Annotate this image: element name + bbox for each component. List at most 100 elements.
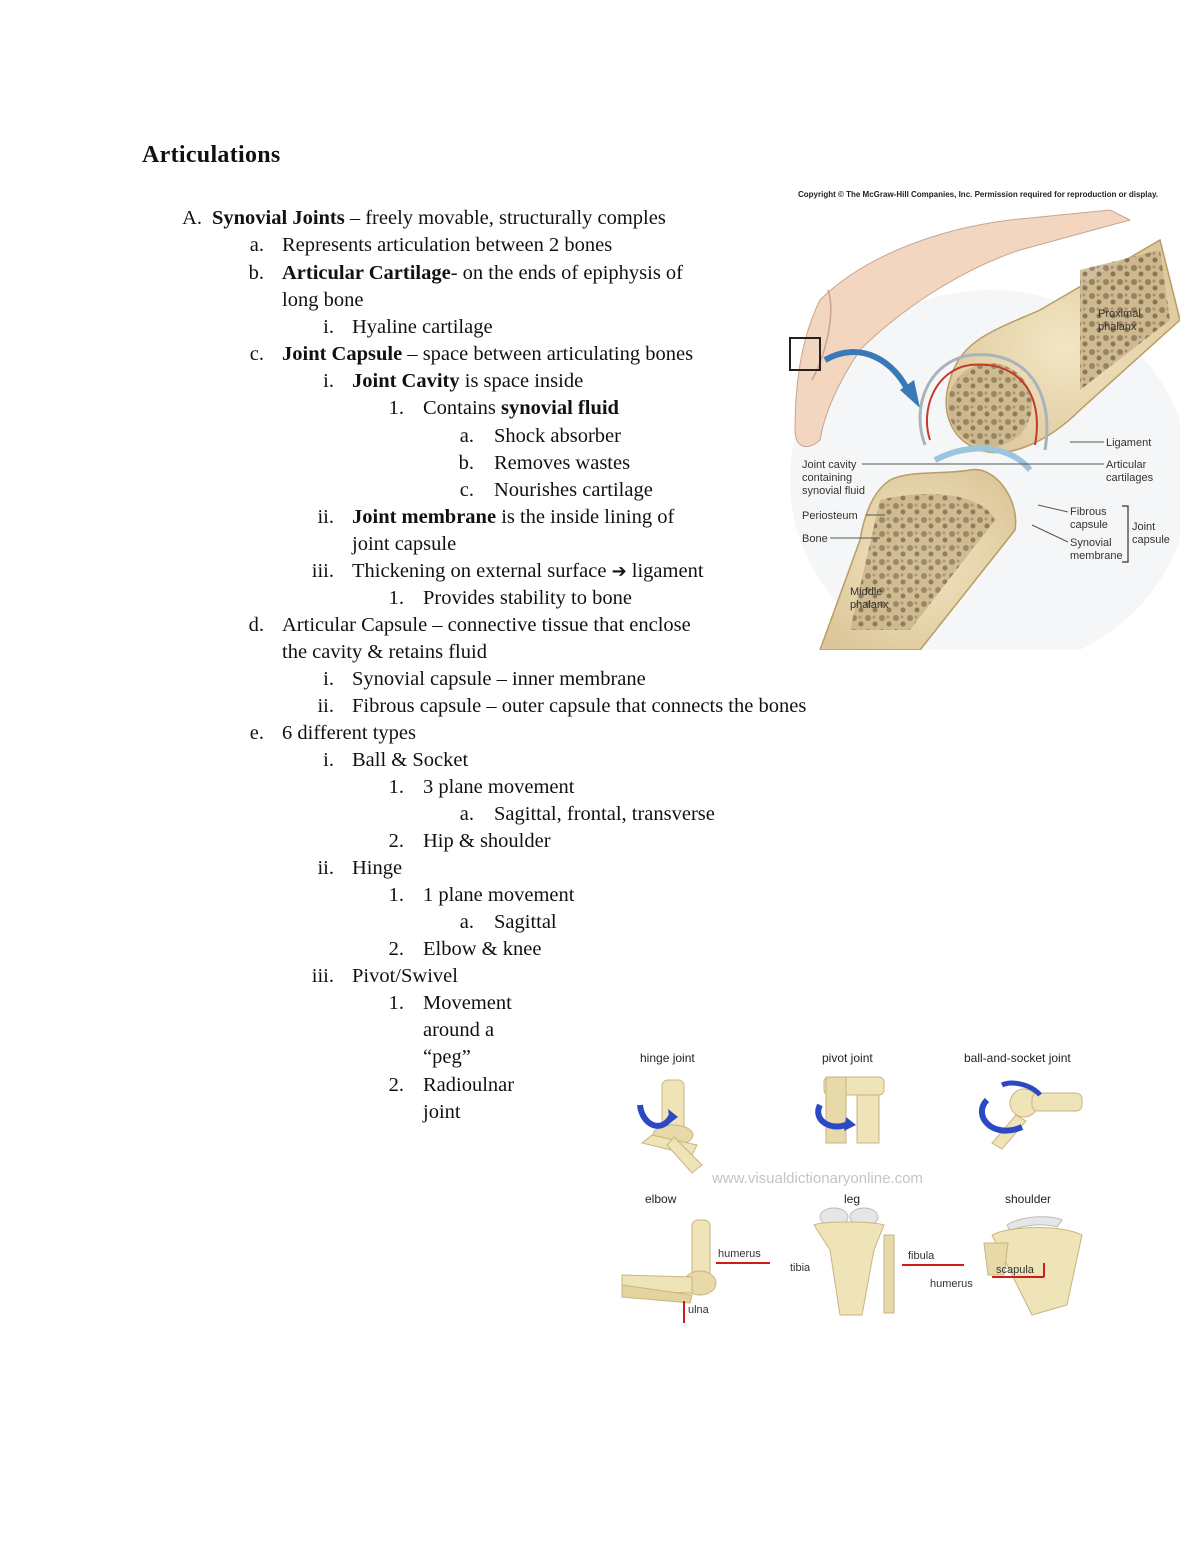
label-tibia: tibia [790, 1262, 811, 1274]
knee-illustration [813, 1207, 895, 1316]
outline-marker: i. [323, 316, 334, 338]
outline-marker: a. [459, 911, 474, 933]
outline-text: Hinge [352, 857, 403, 879]
outline-text: Sagittal [494, 911, 557, 933]
outline-term: Joint Cavity [352, 370, 460, 392]
page-title: Articulations [142, 142, 281, 168]
outline-text: Elbow & knee [423, 938, 542, 960]
outline-text: Radioulnar [423, 1074, 515, 1096]
outline-text: 3 plane movement [423, 776, 575, 798]
svg-text:synovial fluid: synovial fluid [802, 485, 865, 497]
joint-types-figure: hinge joint pivot joint ball-and-socket … [621, 1051, 1083, 1323]
outline-text: Thickening on external surface [352, 560, 612, 582]
outline-term: Joint membrane [352, 506, 497, 528]
synovial-joint-figure: Copyright © The McGraw-Hill Companies, I… [789, 190, 1180, 650]
outline-text: Contains [423, 397, 502, 419]
outline-text: – freely movable, structurally comples [344, 207, 666, 229]
label-hinge-joint: hinge joint [640, 1051, 695, 1065]
outline-text: Articular Capsule – connective tissue th… [282, 614, 691, 636]
outline-text: the cavity & retains fluid [282, 641, 487, 663]
label-middle-phalanx: Middle phalanx [850, 586, 889, 611]
svg-text:capsule: capsule [1070, 519, 1108, 531]
label-joint-cavity: Joint cavity containing synovial fluid [802, 459, 865, 497]
svg-text:Fibrous: Fibrous [1070, 506, 1107, 518]
outline-marker: a. [249, 234, 264, 256]
svg-text:containing: containing [802, 472, 852, 484]
outline-marker: iii. [311, 560, 334, 582]
outline-marker: a. [459, 425, 474, 447]
outline-text: Shock absorber [494, 425, 621, 447]
outline-term: Synovial Joints [212, 207, 345, 229]
outline-text: Sagittal, frontal, transverse [494, 803, 715, 825]
svg-text:cartilages: cartilages [1106, 472, 1154, 484]
svg-text:capsule: capsule [1132, 534, 1170, 546]
outline-text: Provides stability to bone [423, 587, 632, 609]
outline-text: Pivot/Swivel [352, 965, 458, 987]
label-bone: Bone [802, 533, 828, 545]
outline-marker: 1. [388, 397, 404, 419]
label-leg: leg [844, 1192, 860, 1206]
pivot-joint-illustration [815, 1076, 885, 1144]
outline-text: Nourishes cartilage [494, 479, 653, 501]
outline-marker: i. [323, 668, 334, 690]
outline-text: Synovial capsule – inner membrane [352, 668, 646, 690]
outline-marker: c. [459, 479, 474, 501]
label-articular-cartilages: Articular cartilages [1106, 459, 1154, 484]
shoulder-illustration [983, 1216, 1083, 1316]
outline-marker: 2. [388, 830, 404, 852]
zoom-box [789, 337, 821, 371]
label-scapula: scapula [996, 1264, 1035, 1276]
outline-marker: 2. [388, 1074, 404, 1096]
label-fibula: fibula [908, 1250, 935, 1262]
outline-text: Removes wastes [494, 452, 631, 474]
outline-text: joint capsule [352, 533, 457, 555]
svg-text:Joint cavity: Joint cavity [802, 459, 857, 471]
svg-text:phalanx: phalanx [850, 599, 889, 611]
copyright-notice: Copyright © The McGraw-Hill Companies, I… [798, 190, 1158, 199]
outline-marker: b. [248, 262, 264, 284]
label-pivot-joint: pivot joint [822, 1051, 873, 1065]
outline-text: around a [423, 1019, 495, 1041]
svg-text:Joint: Joint [1132, 521, 1155, 533]
outline-marker: A. [182, 207, 202, 229]
outline-text: ligament [626, 560, 704, 582]
right-arrow-icon: ➔ [611, 561, 627, 582]
outline-marker: 2. [388, 938, 404, 960]
svg-text:phalanx: phalanx [1098, 321, 1137, 333]
label-ligament: Ligament [1106, 437, 1151, 449]
outline-text: - on the ends of epiphysis of [450, 262, 683, 284]
outline-marker: b. [458, 452, 474, 474]
outline-text: 6 different types [282, 722, 416, 744]
outline-marker: 1. [388, 776, 404, 798]
outline-marker: 1. [388, 992, 404, 1014]
svg-text:membrane: membrane [1070, 550, 1123, 562]
svg-text:Middle: Middle [850, 586, 882, 598]
outline-marker: e. [249, 722, 264, 744]
label-elbow: elbow [645, 1192, 677, 1206]
outline-marker: a. [459, 803, 474, 825]
svg-text:Synovial: Synovial [1070, 537, 1112, 549]
outline-marker: ii. [317, 857, 334, 879]
outline-text: is space inside [459, 370, 584, 392]
svg-text:Articular: Articular [1106, 459, 1147, 471]
outline-marker: iii. [311, 965, 334, 987]
outline-term: Articular Cartilage [282, 262, 451, 284]
outline-text: is the inside lining of [496, 506, 675, 528]
outline-text: 1 plane movement [423, 884, 575, 906]
label-shoulder: shoulder [1005, 1192, 1051, 1206]
outline-text: – space between articulating bones [402, 343, 694, 365]
outline-text: joint [423, 1101, 461, 1123]
hinge-joint-illustration [637, 1079, 703, 1174]
outline-marker: c. [249, 343, 264, 365]
outline-text: Hip & shoulder [423, 830, 551, 852]
outline-term: synovial fluid [501, 397, 619, 419]
label-fibrous-capsule: Fibrous capsule [1070, 506, 1108, 531]
outline-marker: 1. [388, 587, 404, 609]
outline-text: Movement [423, 992, 512, 1014]
ball-and-socket-illustration [979, 1080, 1083, 1150]
svg-text:Proximal: Proximal [1098, 308, 1141, 320]
label-ball-and-socket-joint: ball-and-socket joint [964, 1051, 1071, 1065]
outline-text: Represents articulation between 2 bones [282, 234, 613, 256]
outline-marker: i. [323, 749, 334, 771]
outline-marker: 1. [388, 884, 404, 906]
